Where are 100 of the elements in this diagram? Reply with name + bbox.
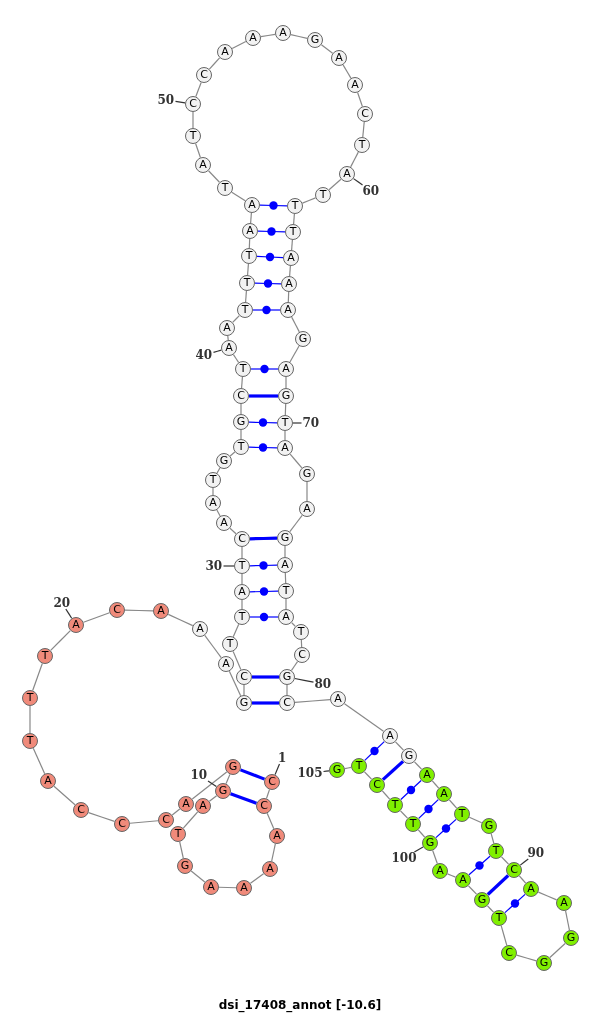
nucleotide-circle: G	[225, 759, 241, 775]
nucleotide-circle: T	[293, 624, 309, 640]
backbone-line	[394, 741, 405, 751]
base-pair-line	[249, 394, 278, 398]
backbone-line	[195, 81, 202, 98]
nucleotide-circle: C	[233, 388, 249, 404]
nucleotide-circle: T	[222, 636, 238, 652]
nucleotide-circle: A	[195, 798, 211, 814]
backbone-line	[265, 789, 271, 799]
nucleotide-circle: A	[455, 872, 471, 888]
backbone-line	[241, 599, 243, 610]
nucleotide-circle: T	[217, 180, 233, 196]
backbone-line	[518, 875, 527, 884]
backbone-line	[182, 811, 199, 829]
nucleotide-circle: A	[382, 728, 398, 744]
nucleotide-circle: T	[233, 439, 249, 455]
nucleotide-circle: T	[241, 248, 257, 264]
nucleotide-circle: A	[269, 828, 285, 844]
backbone-line	[290, 34, 308, 39]
nucleotide-circle: A	[281, 276, 297, 292]
backbone-line	[250, 212, 252, 224]
backbone-line	[285, 598, 287, 610]
base-pair-line	[504, 893, 526, 914]
backbone-line	[289, 514, 303, 533]
base-pair-line	[256, 255, 284, 259]
backbone-line	[229, 451, 236, 457]
backbone-line	[82, 612, 111, 623]
nucleotide-circle: T	[278, 583, 294, 599]
backbone-line	[212, 487, 214, 496]
nucleotide-circle: C	[73, 802, 89, 818]
nucleotide-circle: G	[481, 818, 497, 834]
backbone-line	[289, 265, 291, 277]
nucleotide-circle: T	[387, 797, 403, 813]
backbone-line	[537, 891, 558, 901]
backbone-line	[300, 639, 303, 648]
backbone-line	[247, 263, 249, 276]
backbone-line	[249, 873, 265, 884]
nucleotide-circle: G	[278, 388, 294, 404]
nucleotide-circle: A	[221, 340, 237, 356]
base-pair-line	[249, 536, 278, 541]
backbone-line	[357, 91, 363, 108]
backbone-line	[50, 630, 71, 651]
nucleotide-circle: T	[354, 137, 370, 153]
base-pair-line	[435, 818, 457, 839]
backbone-line	[432, 849, 438, 865]
base-pair-line	[257, 230, 286, 233]
nucleotide-circle: C	[158, 812, 174, 828]
nucleotide-circle: G	[279, 669, 295, 685]
backbone-line	[32, 747, 46, 775]
backbone-line	[266, 812, 275, 830]
position-number: 100	[391, 851, 417, 865]
backbone-line	[301, 197, 317, 204]
position-number: 40	[195, 348, 213, 362]
position-number: 20	[53, 596, 71, 610]
nucleotide-circle: T	[235, 361, 251, 377]
backbone-line	[490, 833, 495, 844]
nucleotide-circle: A	[275, 25, 291, 41]
backbone-line	[241, 573, 243, 585]
nucleotide-circle: T	[454, 806, 470, 822]
nucleotide-circle: G	[536, 955, 552, 971]
position-number: 1	[278, 751, 287, 765]
backbone-line	[240, 403, 242, 415]
base-pair-line	[229, 792, 258, 805]
base-pair-line	[248, 446, 278, 449]
backbone-line	[328, 178, 342, 191]
position-number: 30	[205, 559, 223, 573]
nucleotide-circle: T	[22, 733, 38, 749]
backbone-line	[245, 290, 247, 303]
backbone-line	[446, 873, 457, 878]
backbone-line	[231, 41, 247, 49]
backbone-line	[225, 773, 231, 785]
backbone-line	[240, 429, 242, 440]
leader-line	[292, 422, 303, 424]
leader-line	[222, 565, 235, 567]
nucleotide-circle: C	[264, 774, 280, 790]
nucleotide-circle: A	[178, 796, 194, 812]
nucleotide-circle: G	[295, 331, 311, 347]
backbone-line	[448, 799, 458, 809]
nucleotide-circle: A	[217, 44, 233, 60]
position-number: 50	[157, 93, 175, 107]
nucleotide-circle: G	[215, 783, 231, 799]
position-number: 80	[314, 677, 332, 691]
nucleotide-circle: T	[22, 690, 38, 706]
backbone-line	[468, 816, 483, 824]
nucleotide-circle: A	[262, 861, 278, 877]
base-pair-line	[252, 675, 279, 679]
nucleotide-circle: G	[177, 858, 193, 874]
backbone-line	[516, 954, 537, 962]
base-pair-line	[252, 309, 281, 311]
position-number: 105	[297, 766, 323, 780]
base-pair-line	[249, 564, 278, 567]
position-number: 60	[362, 184, 380, 198]
backbone-line	[486, 905, 495, 913]
base-pair-line	[259, 204, 288, 207]
nucleotide-circle: T	[405, 816, 421, 832]
leader-line	[212, 349, 222, 353]
backbone-line	[467, 885, 478, 895]
nucleotide-circle: A	[216, 515, 232, 531]
nucleotide-circle: G	[216, 453, 232, 469]
backbone-line	[129, 820, 159, 824]
